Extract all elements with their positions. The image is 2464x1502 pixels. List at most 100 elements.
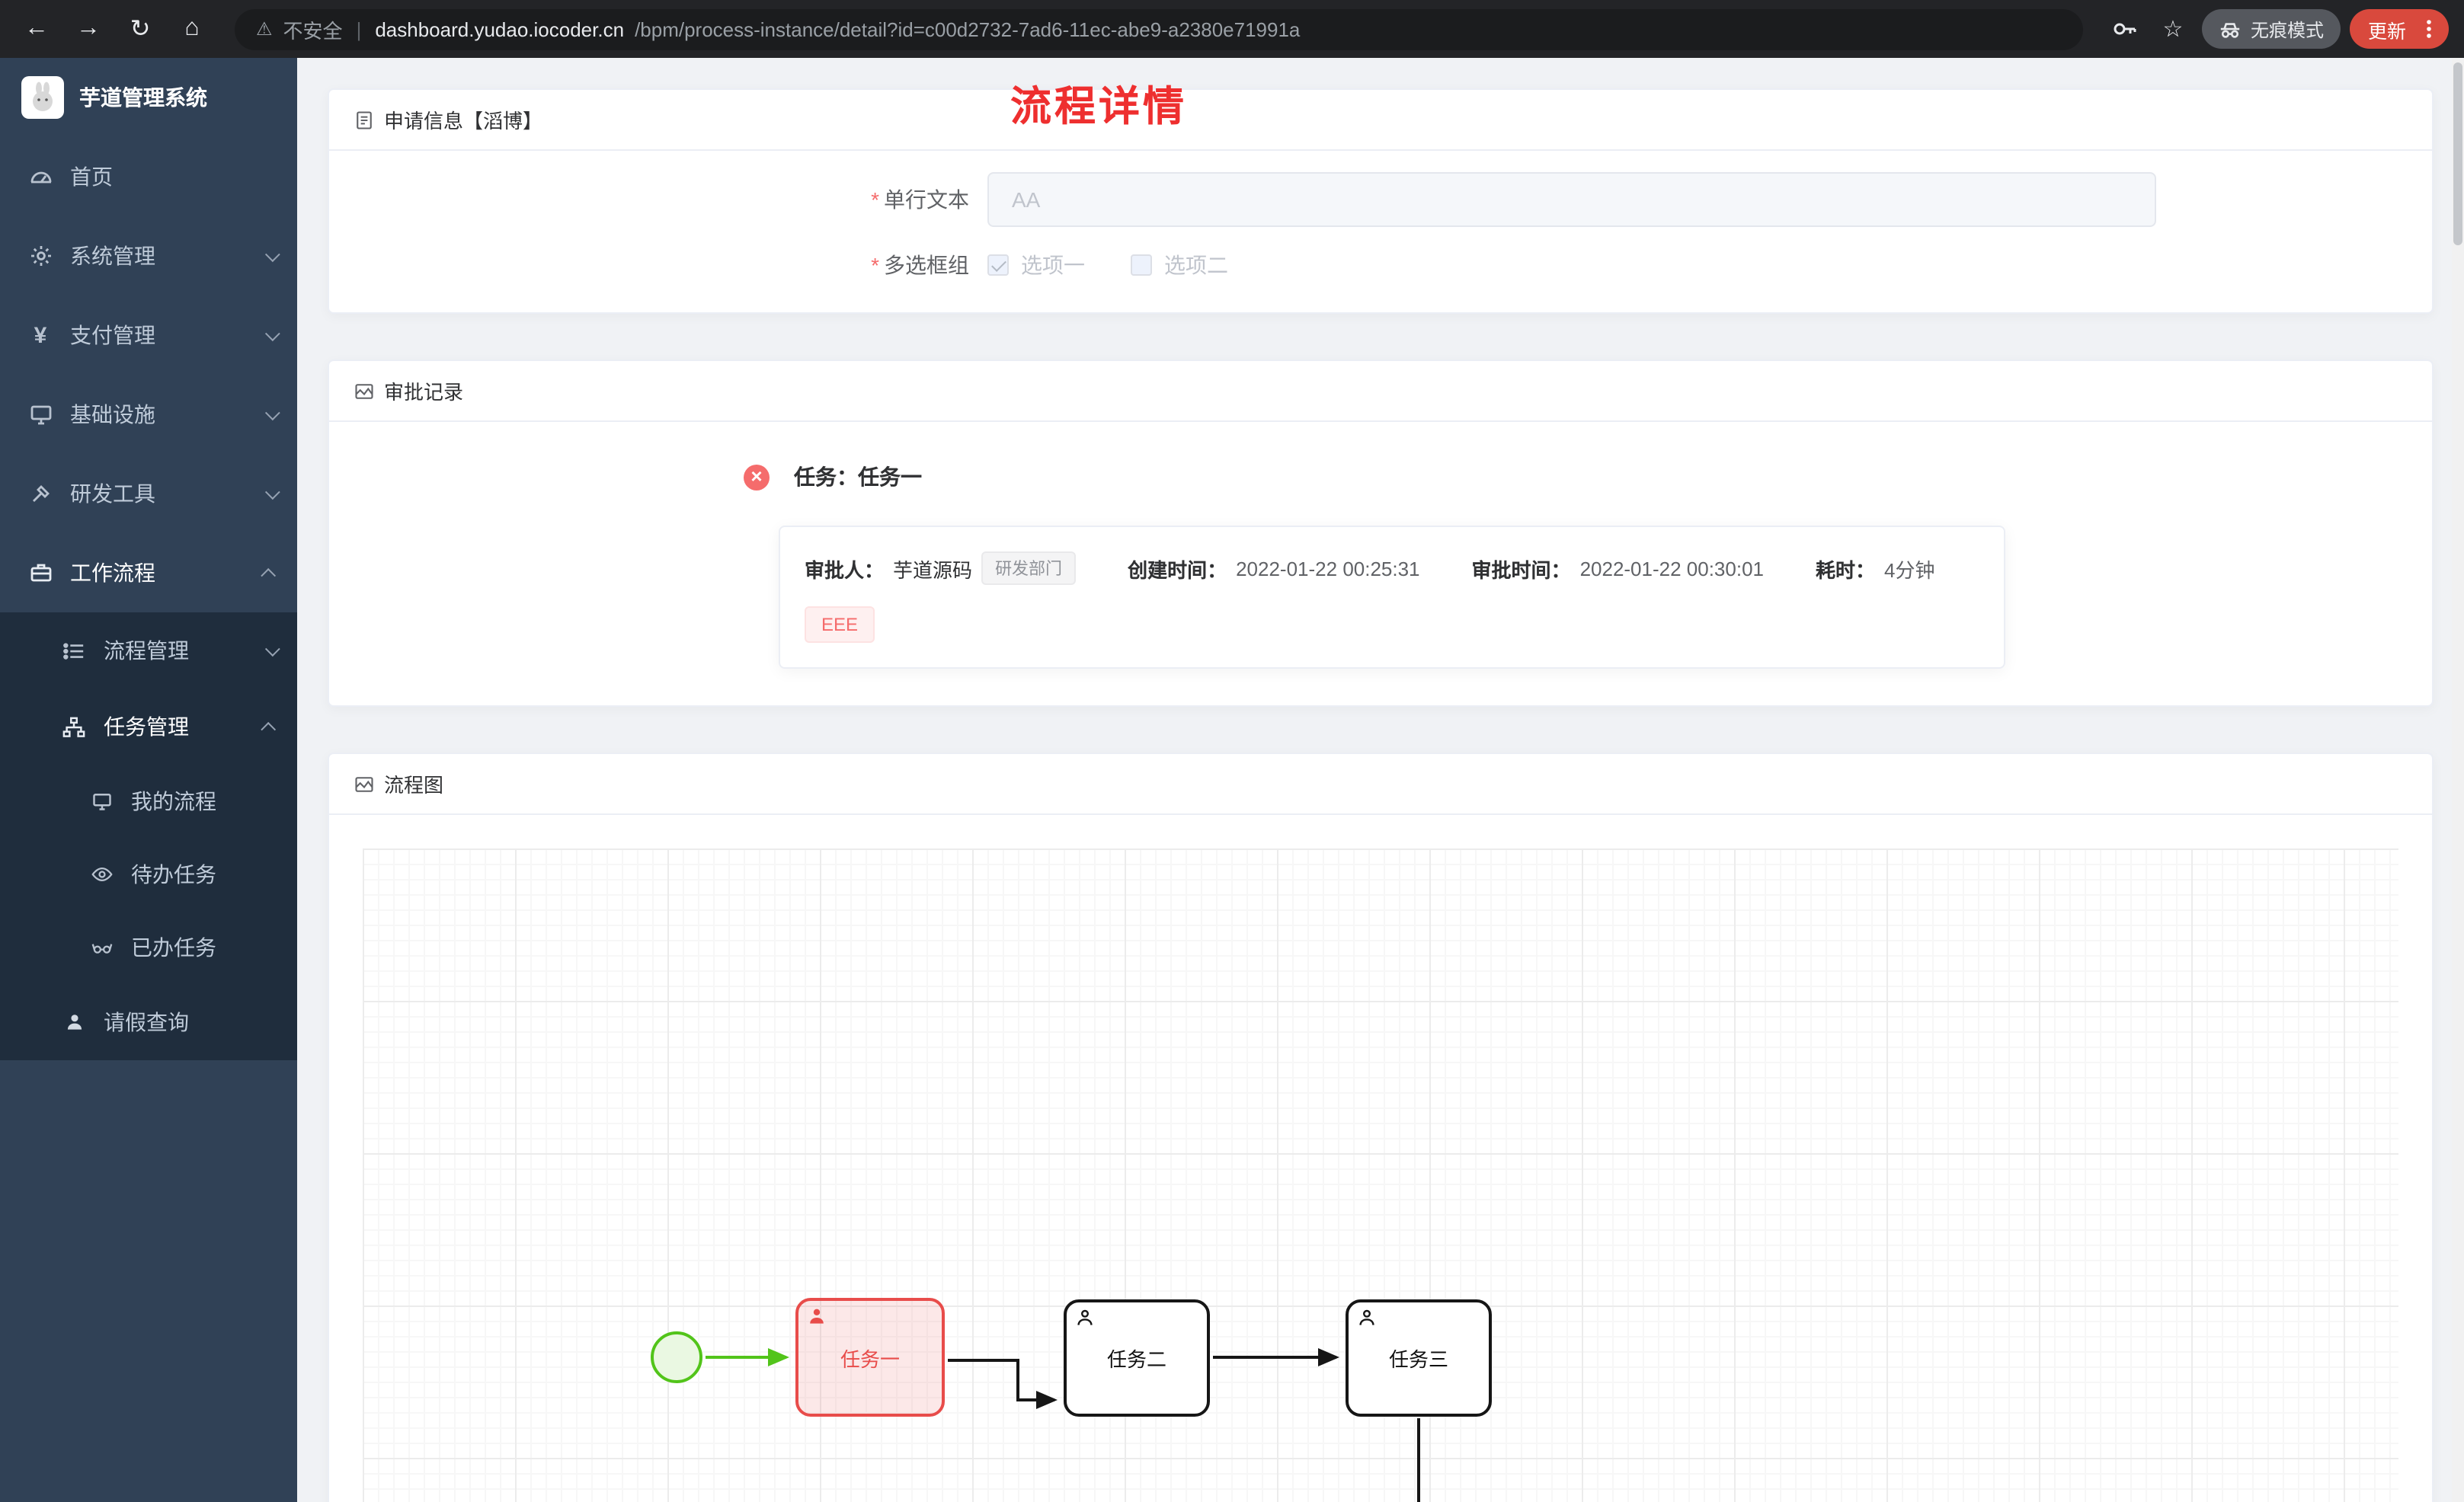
- more-menu-icon[interactable]: [2418, 18, 2440, 40]
- list-icon: [61, 639, 87, 662]
- sidebar-item-todo-tasks[interactable]: 待办任务: [0, 838, 297, 911]
- page-scrollbar[interactable]: [2452, 58, 2464, 1502]
- logo-avatar: [21, 76, 64, 119]
- page-title: 流程详情: [1010, 84, 1187, 129]
- chevron-down-icon: [264, 404, 280, 420]
- checkbox-option-2[interactable]: 选项二: [1131, 250, 1228, 280]
- form-row-text: *单行文本: [329, 172, 2432, 227]
- incognito-icon: [2220, 22, 2240, 37]
- diagram-body: 任务一 任务二 任务三: [329, 815, 2432, 1502]
- chevron-down-icon: [264, 484, 280, 500]
- apply-info-form: *单行文本 *多选框组 选项一 选项二: [329, 151, 2432, 312]
- checkbox-option-1[interactable]: 选项一: [987, 250, 1085, 280]
- sidebar-item-my-process[interactable]: 我的流程: [0, 765, 297, 838]
- form-row-checkbox-group: *多选框组 选项一 选项二: [329, 248, 2432, 282]
- chevron-up-icon: [261, 567, 277, 583]
- approver-name: 芋道源码: [893, 558, 973, 581]
- sidebar-item-workflow[interactable]: 工作流程: [0, 533, 297, 612]
- checkbox-unchecked-icon: [1131, 254, 1152, 276]
- key-icon[interactable]: [2104, 9, 2144, 49]
- timeline-item: × 任务：任务一: [744, 462, 2432, 492]
- task-node-label: 任务一: [840, 1347, 900, 1370]
- duration-value: 4分钟: [1884, 558, 1935, 581]
- sidebar-item-home[interactable]: 首页: [0, 137, 297, 216]
- security-label: 不安全: [283, 19, 343, 42]
- app-logo[interactable]: 芋道管理系统: [0, 58, 297, 137]
- bookmark-star-icon[interactable]: ☆: [2162, 17, 2184, 43]
- approval-record-card: 审批记录 × 任务：任务一 审批人： 芋道源码 研发部门: [328, 360, 2434, 707]
- home-button[interactable]: ⌂: [184, 15, 200, 41]
- approval-detail-row: 审批人： 芋道源码 研发部门 创建时间： 2022-01-22 00:25:31…: [805, 551, 1979, 585]
- sidebar: 芋道管理系统 首页 系统管理 ¥ 支付管理 基础设施: [0, 58, 297, 1502]
- refresh-button[interactable]: ↻: [130, 17, 151, 43]
- single-line-text-input[interactable]: [987, 172, 2156, 227]
- sidebar-item-done-tasks[interactable]: 已办任务: [0, 911, 297, 984]
- bpmn-canvas[interactable]: 任务一 任务二 任务三: [363, 848, 2398, 1502]
- sidebar-item-task-management[interactable]: 任务管理: [0, 689, 297, 765]
- incognito-badge: 无痕模式: [2201, 9, 2341, 49]
- approval-record-card-title: 审批记录: [384, 381, 464, 404]
- approval-timeline: × 任务：任务一 审批人： 芋道源码 研发部门 创建时间：: [329, 422, 2432, 705]
- glasses-icon: [88, 937, 114, 958]
- approver-group: 审批人： 芋道源码 研发部门: [805, 551, 1077, 585]
- workflow-submenu: 流程管理 任务管理 我的流程 待办任务 已办: [0, 612, 297, 1060]
- tool-icon: [27, 481, 53, 506]
- required-mark: *: [871, 187, 879, 212]
- person-icon: [61, 1011, 87, 1033]
- task-node-label: 任务二: [1106, 1348, 1166, 1371]
- app-title: 芋道管理系统: [79, 85, 207, 110]
- approved-time: 2022-01-22 00:30:01: [1579, 557, 1764, 580]
- sequence-flows: [706, 1348, 1420, 1502]
- chevron-down-icon: [264, 246, 280, 262]
- forward-button[interactable]: →: [76, 15, 101, 41]
- tree-icon: [61, 715, 87, 738]
- back-button[interactable]: ←: [24, 15, 49, 41]
- task-title: 任务：任务一: [794, 465, 922, 489]
- task-node-label: 任务三: [1388, 1348, 1448, 1371]
- process-diagram-card: 流程图: [328, 753, 2434, 1502]
- user-task-icon: [808, 1307, 826, 1330]
- address-bar[interactable]: ⚠ 不安全 | dashboard.yudao.iocoder.cn/bpm/p…: [235, 8, 2083, 50]
- briefcase-icon: [27, 561, 53, 585]
- gear-icon: [27, 244, 53, 268]
- apply-info-card-title: 申请信息【滔博】: [384, 110, 543, 133]
- sidebar-item-payment[interactable]: ¥ 支付管理: [0, 296, 297, 375]
- checkbox-group: 选项一 选项二: [987, 248, 1228, 282]
- task-node-1[interactable]: 任务一: [795, 1298, 945, 1417]
- checkbox-checked-icon: [987, 254, 1009, 276]
- comment-tag: EEE: [805, 606, 875, 643]
- yen-icon: ¥: [34, 322, 47, 348]
- url-separator: |: [356, 18, 362, 40]
- sidebar-item-devtools[interactable]: 研发工具: [0, 454, 297, 533]
- created-time: 2022-01-22 00:25:31: [1236, 557, 1420, 580]
- rejected-status-icon: ×: [744, 464, 770, 490]
- eye-icon: [88, 864, 114, 885]
- chevron-up-icon: [261, 721, 277, 737]
- approval-detail-box: 审批人： 芋道源码 研发部门 创建时间： 2022-01-22 00:25:31…: [779, 526, 2005, 669]
- field-label: *多选框组: [871, 253, 969, 277]
- document-icon: [357, 110, 372, 129]
- chevron-down-icon: [264, 325, 280, 341]
- process-diagram-card-title: 流程图: [384, 774, 444, 797]
- approval-record-card-header: 审批记录: [329, 361, 2432, 422]
- monitor-icon: [27, 402, 53, 427]
- sidebar-item-infrastructure[interactable]: 基础设施: [0, 375, 297, 454]
- sidebar-item-leave-query[interactable]: 请假查询: [0, 984, 297, 1060]
- scrollbar-thumb[interactable]: [2453, 62, 2462, 245]
- browser-toolbar: ← → ↻ ⌂ ⚠ 不安全 | dashboard.yudao.iocoder.…: [0, 0, 2464, 58]
- apply-info-card: 申请信息【滔博】 *单行文本 *多选框组 选项一: [328, 88, 2434, 314]
- sidebar-item-system[interactable]: 系统管理: [0, 216, 297, 296]
- task-node-3[interactable]: 任务三: [1346, 1299, 1492, 1417]
- update-label: 更新: [2367, 21, 2406, 42]
- start-event-node[interactable]: [651, 1331, 702, 1383]
- sidebar-item-process-management[interactable]: 流程管理: [0, 612, 297, 689]
- user-task-icon: [1358, 1309, 1376, 1331]
- chevron-down-icon: [264, 641, 280, 657]
- record-icon: [355, 383, 373, 398]
- update-button[interactable]: 更新: [2349, 9, 2449, 49]
- task-node-2[interactable]: 任务二: [1064, 1299, 1210, 1417]
- url-path: /bpm/process-instance/detail?id=c00d2732…: [635, 18, 1301, 40]
- approved-time-group: 审批时间： 2022-01-22 00:30:01: [1471, 557, 1764, 581]
- process-diagram-card-header: 流程图: [329, 754, 2432, 815]
- created-time-group: 创建时间： 2022-01-22 00:25:31: [1128, 557, 1420, 581]
